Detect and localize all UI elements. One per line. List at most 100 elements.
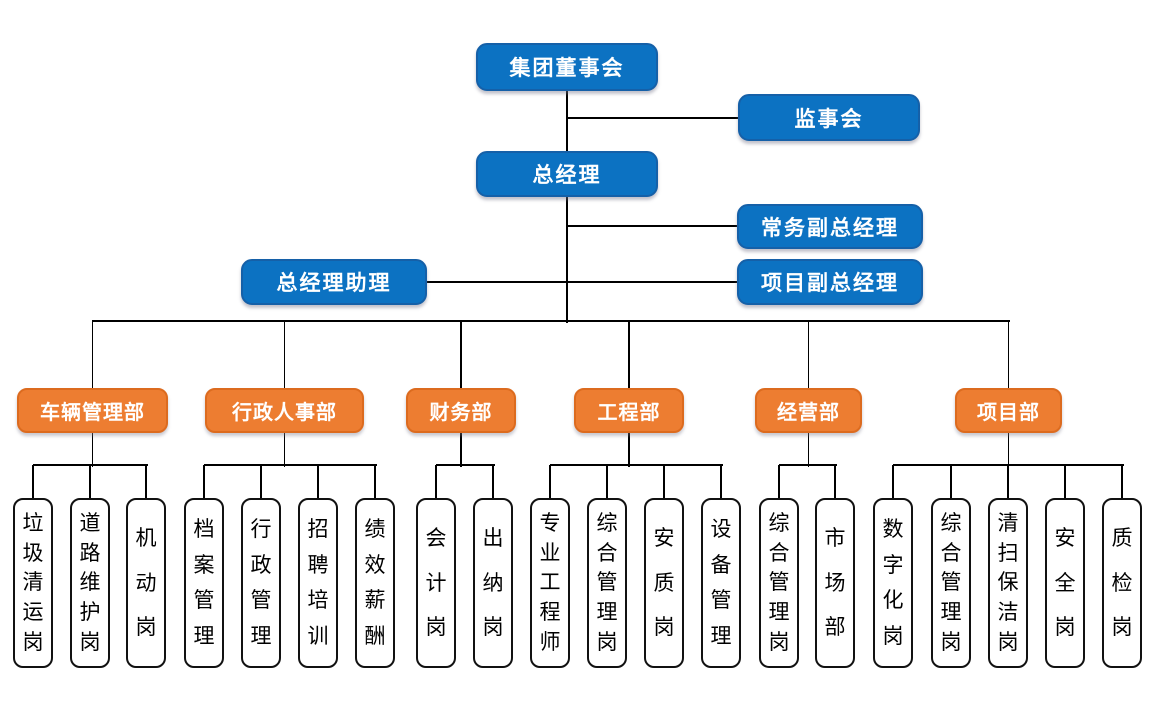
connector-line [549,465,551,498]
pos-safety-quality: 安质岗 [644,498,684,668]
connector-line [283,433,286,467]
pos-general-management-label: 综合管理岗 [768,510,790,655]
connector-line [950,465,952,498]
connector-line [720,465,722,498]
connector-line [92,320,1010,322]
node-dept-vehicle-management-label: 车辆管理部 [40,400,145,424]
connector-line [550,464,723,466]
connector-line [606,465,608,498]
pos-cleaning-label: 清扫保洁岗 [997,510,1019,655]
pos-recruitment-training-label: 招聘培训 [307,516,329,649]
node-project-deputy-general-manager: 项目副总经理 [737,259,923,305]
pos-general-management: 综合管理岗 [931,498,971,668]
pos-mobile-duty: 机动岗 [126,498,166,668]
node-group-board-of-directors: 集团董事会 [476,43,658,91]
node-project-deputy-general-manager-label: 项目副总经理 [761,271,899,295]
connector-line [567,117,738,119]
node-executive-deputy-general-manager-label: 常务副总经理 [761,215,899,240]
connector-line [460,321,462,388]
connector-line [1007,321,1010,388]
node-dept-admin-hr-label: 行政人事部 [232,400,337,424]
node-supervisory-board: 监事会 [738,94,920,141]
pos-administrative-management-label: 行政管理 [250,516,272,649]
connector-line [204,464,377,466]
pos-mobile-duty-label: 机动岗 [135,525,157,640]
pos-safety-quality-label: 安质岗 [653,525,675,640]
pos-professional-engineer-label: 专业工程师 [539,510,561,655]
node-general-manager-assistant-label: 总经理助理 [276,271,392,295]
node-dept-finance-label: 财务部 [429,400,493,424]
connector-line [1007,433,1010,467]
connector-line [145,465,147,498]
pos-accountant: 会计岗 [416,498,456,668]
node-dept-project-label: 项目部 [977,400,1040,424]
pos-cashier-label: 出纳岗 [482,525,504,640]
pos-market-department: 市场部 [815,498,855,668]
connector-line [663,465,665,498]
pos-general-management: 综合管理岗 [759,498,799,668]
node-dept-operations: 经营部 [755,388,862,433]
node-group-board-of-directors-label: 集团董事会 [509,56,625,80]
connector-line [779,464,837,466]
pos-archive-management-label: 档案管理 [193,516,215,649]
connector-line [834,465,836,498]
node-dept-project: 项目部 [955,388,1062,433]
pos-garbage-collection-label: 垃圾清运岗 [22,510,44,655]
pos-road-maintenance-label: 道路维护岗 [79,510,101,655]
pos-digitalization: 数字化岗 [873,498,913,668]
pos-safety-label: 安全岗 [1054,525,1076,640]
pos-general-management-label: 综合管理岗 [940,510,962,655]
connector-line [1064,465,1066,498]
pos-market-department-label: 市场部 [824,525,846,640]
pos-administrative-management: 行政管理 [241,498,281,668]
pos-equipment-management: 设备管理 [701,498,741,668]
node-supervisory-board-label: 监事会 [794,106,864,131]
connector-line [32,465,34,498]
pos-archive-management: 档案管理 [184,498,224,668]
connector-line [1121,465,1123,498]
connector-line [89,465,91,498]
node-general-manager: 总经理 [476,151,658,197]
connector-line [436,464,495,466]
connector-line [628,321,630,388]
connector-line [807,321,810,388]
node-dept-operations-label: 经营部 [777,400,840,424]
connector-line [203,465,205,498]
pos-safety: 安全岗 [1045,498,1085,668]
connector-line [427,281,737,283]
node-dept-admin-hr: 行政人事部 [205,388,364,433]
connector-line [460,433,462,467]
connector-line [317,465,319,498]
connector-line [778,465,780,498]
connector-line [892,465,894,498]
node-general-manager-assistant: 总经理助理 [241,259,427,305]
connector-line [435,465,437,498]
pos-general-management-label: 综合管理岗 [596,510,618,655]
pos-equipment-management-label: 设备管理 [710,516,732,649]
pos-recruitment-training: 招聘培训 [298,498,338,668]
connector-line [91,321,94,388]
pos-garbage-collection: 垃圾清运岗 [13,498,53,668]
pos-cleaning: 清扫保洁岗 [988,498,1028,668]
node-general-manager-label: 总经理 [532,163,602,187]
connector-line [807,433,810,467]
connector-line [283,321,286,388]
connector-line [566,197,568,323]
node-dept-vehicle-management: 车辆管理部 [17,388,168,433]
node-executive-deputy-general-manager: 常务副总经理 [737,204,923,249]
connector-line [260,465,262,498]
pos-quality-inspection: 质检岗 [1102,498,1142,668]
connector-line [492,465,494,498]
pos-performance-compensation-label: 绩效薪酬 [364,516,386,649]
pos-performance-compensation: 绩效薪酬 [355,498,395,668]
node-dept-engineering: 工程部 [574,388,684,433]
node-dept-engineering-label: 工程部 [597,400,661,424]
connector-line [566,91,568,151]
pos-accountant-label: 会计岗 [425,525,447,640]
pos-general-management: 综合管理岗 [587,498,627,668]
pos-quality-inspection-label: 质检岗 [1111,525,1133,640]
pos-digitalization-label: 数字化岗 [882,516,904,649]
connector-line [567,225,737,227]
pos-professional-engineer: 专业工程师 [530,498,570,668]
